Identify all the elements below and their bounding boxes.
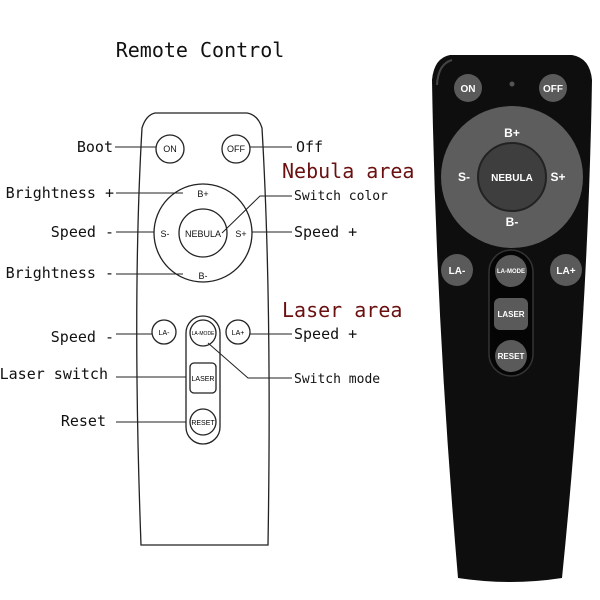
off-button[interactable]: [539, 74, 567, 102]
diagram-title: Remote Control: [116, 38, 285, 62]
off-button-label: OFF: [227, 144, 245, 154]
laser-button-drawing: [189, 362, 217, 394]
label-laser-speed-up: Speed +: [294, 325, 357, 343]
nebula-button[interactable]: [477, 142, 547, 212]
remote-line-drawing: ON OFF NEBULA B+ B- S- S+ LA- LA+ LA-MOD…: [115, 112, 292, 546]
la-minus-button[interactable]: [441, 254, 473, 286]
label-speed-up: Speed +: [294, 223, 357, 241]
la-plus-drawing: [225, 319, 251, 345]
label-reset: Reset: [61, 412, 106, 430]
s-plus-label: S+: [235, 229, 246, 239]
nebula-button-label: NEBULA: [185, 229, 221, 239]
label-switch-color: Switch color: [294, 189, 388, 204]
la-plus-label: LA+: [232, 330, 245, 337]
label-off: Off: [296, 138, 323, 156]
laser-button-label: LASER: [192, 376, 215, 383]
nebula-button-text: NEBULA: [491, 173, 533, 184]
la-minus-text: LA-: [449, 266, 466, 277]
on-button[interactable]: [454, 74, 482, 102]
label-brightness-down: Brightness -: [6, 264, 114, 282]
la-minus-drawing: [151, 319, 177, 345]
la-plus-button[interactable]: [550, 254, 582, 286]
la-mode-button[interactable]: [495, 255, 527, 287]
on-button-label: ON: [163, 144, 177, 154]
reset-button[interactable]: [495, 340, 527, 372]
b-plus-button[interactable]: B+: [504, 126, 520, 140]
la-minus-label: LA-: [159, 330, 171, 337]
laser-area-heading: Laser area: [282, 298, 402, 322]
b-minus-button[interactable]: B-: [506, 215, 519, 229]
off-button-text: OFF: [543, 84, 563, 95]
la-mode-text: LA-MODE: [497, 269, 525, 275]
label-boot: Boot: [77, 138, 113, 156]
label-switch-mode: Switch mode: [294, 372, 380, 387]
s-plus-button[interactable]: S+: [550, 170, 565, 184]
label-speed-down: Speed -: [51, 223, 114, 241]
indicator-led: [509, 81, 515, 87]
s-minus-button[interactable]: S-: [458, 170, 470, 184]
la-plus-text: LA+: [556, 266, 575, 277]
b-minus-label: B-: [199, 271, 208, 281]
laser-button-text: LASER: [497, 310, 524, 319]
off-button-drawing: [221, 134, 251, 164]
remote-photo: ON OFF NEBULA B+ B- S- S+ LA- LA+ LA-MOD…: [432, 55, 592, 582]
reset-button-text: RESET: [498, 352, 525, 361]
on-button-text: ON: [461, 84, 476, 95]
nebula-button-drawing: [178, 208, 228, 258]
reset-button-drawing: [189, 408, 217, 436]
label-laser-speed-down: Speed -: [51, 328, 114, 346]
nebula-area-heading: Nebula area: [282, 159, 414, 183]
s-minus-label: S-: [161, 229, 170, 239]
label-brightness-up: Brightness +: [6, 184, 114, 202]
label-laser-switch: Laser switch: [0, 365, 108, 383]
la-mode-drawing: [189, 319, 217, 347]
laser-button[interactable]: [494, 298, 528, 330]
b-plus-label: B+: [197, 189, 208, 199]
la-mode-label: LA-MODE: [192, 331, 215, 337]
reset-button-label: RESET: [191, 420, 215, 427]
on-button-drawing: [155, 134, 185, 164]
